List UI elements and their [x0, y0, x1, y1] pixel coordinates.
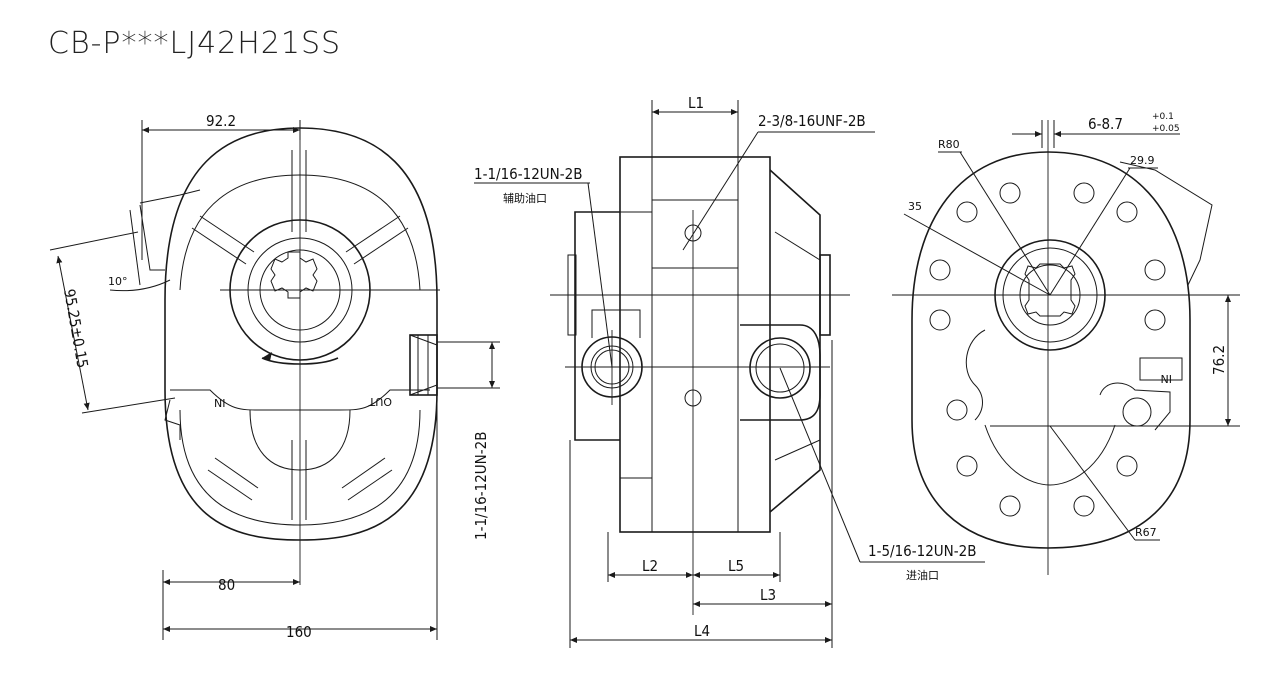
d29-9-label: 29.9 — [1130, 154, 1155, 167]
dim-80: 80 — [218, 576, 235, 594]
dim-160: 160 — [286, 623, 312, 641]
front-view: 92.2 80 160 95.25±0.15 10° 1-1/16-12UN-2… — [49, 112, 500, 641]
top-thread: 2-3/8-16UNF-2B — [758, 112, 866, 130]
mark-in-box: IN — [1161, 372, 1172, 385]
r67-label: R67 — [1135, 526, 1157, 539]
inlet-thread: 1-5/16-12UN-2B — [868, 542, 976, 560]
drawing-title: CB-P***LJ42H21SS — [48, 26, 342, 61]
dim-76-2: 76.2 — [1210, 345, 1228, 375]
mark-out: OUT — [368, 395, 392, 408]
dim-l3: L3 — [760, 586, 776, 604]
holes-dim: 6-8.7 — [1088, 115, 1123, 133]
flange-view: R80 35 29.9 R67 6-8.7 +0.1 +0.05 76.2 IN — [892, 112, 1240, 575]
d35-label: 35 — [908, 200, 922, 213]
aux-port-label: 辅助油口 — [503, 191, 547, 205]
front-port-thread: 1-1/16-12UN-2B — [472, 432, 490, 540]
side-view: L1 2-3/8-16UNF-2B 1-1/16-12UN-2B 辅助油口 1-… — [474, 94, 985, 648]
dim-l2: L2 — [642, 557, 658, 575]
dim-l4: L4 — [694, 622, 710, 640]
mark-in: NI — [214, 397, 225, 410]
r80-label: R80 — [938, 138, 960, 151]
dim-l1: L1 — [688, 94, 704, 112]
aux-port-thread: 1-1/16-12UN-2B — [474, 165, 582, 183]
inlet-label: 进油口 — [906, 568, 939, 582]
dim-95-25: 95.25±0.15 — [60, 288, 92, 370]
dim-l5: L5 — [728, 557, 744, 575]
dim-92-2: 92.2 — [206, 112, 236, 130]
holes-tol-upper: +0.1 — [1152, 112, 1174, 122]
bolt-holes — [929, 182, 1166, 517]
holes-tol-lower: +0.05 — [1152, 124, 1180, 134]
angle-10: 10° — [108, 275, 128, 288]
